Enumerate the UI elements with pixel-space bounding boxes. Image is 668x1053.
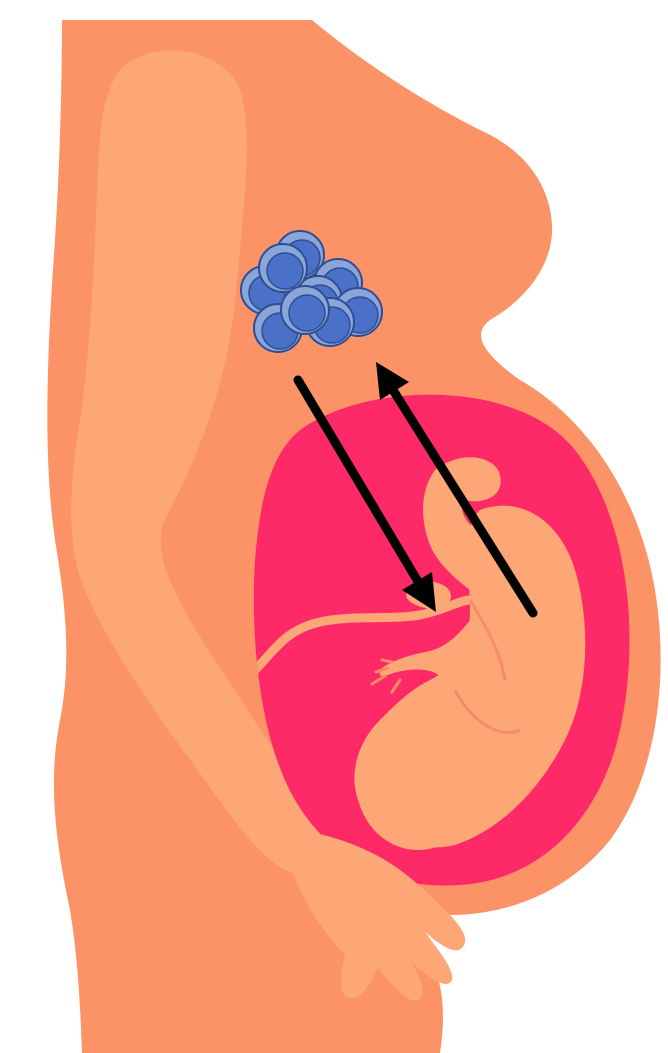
cell-5 (259, 244, 307, 292)
cell-9 (281, 286, 329, 334)
fetus-head (356, 714, 480, 850)
